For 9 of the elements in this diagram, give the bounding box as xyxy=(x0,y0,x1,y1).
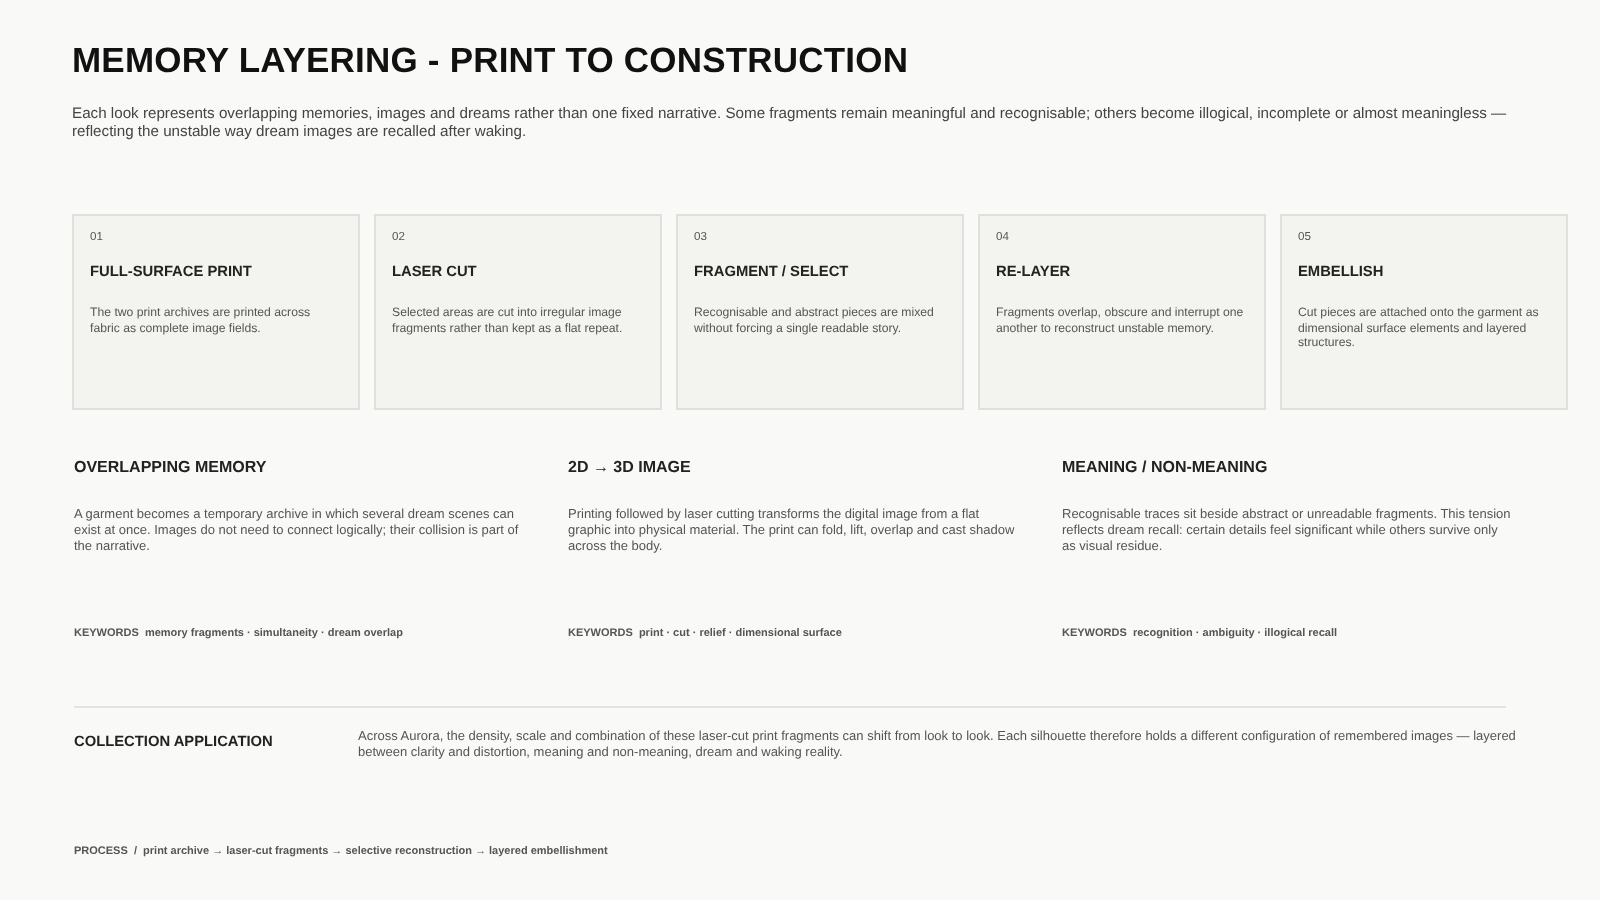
step-card xyxy=(978,214,1266,410)
step-card xyxy=(676,214,964,410)
section-heading: MEANING / NON-MEANING xyxy=(1062,458,1270,476)
page-title: MEMORY LAYERING - PRINT TO CONSTRUCTION xyxy=(72,40,909,82)
step-card xyxy=(374,214,662,410)
section-heading: OVERLAPPING MEMORY xyxy=(74,458,269,476)
step-card xyxy=(72,214,360,410)
step-card xyxy=(1280,214,1568,410)
section-heading: 2D → 3D IMAGE xyxy=(568,458,693,476)
